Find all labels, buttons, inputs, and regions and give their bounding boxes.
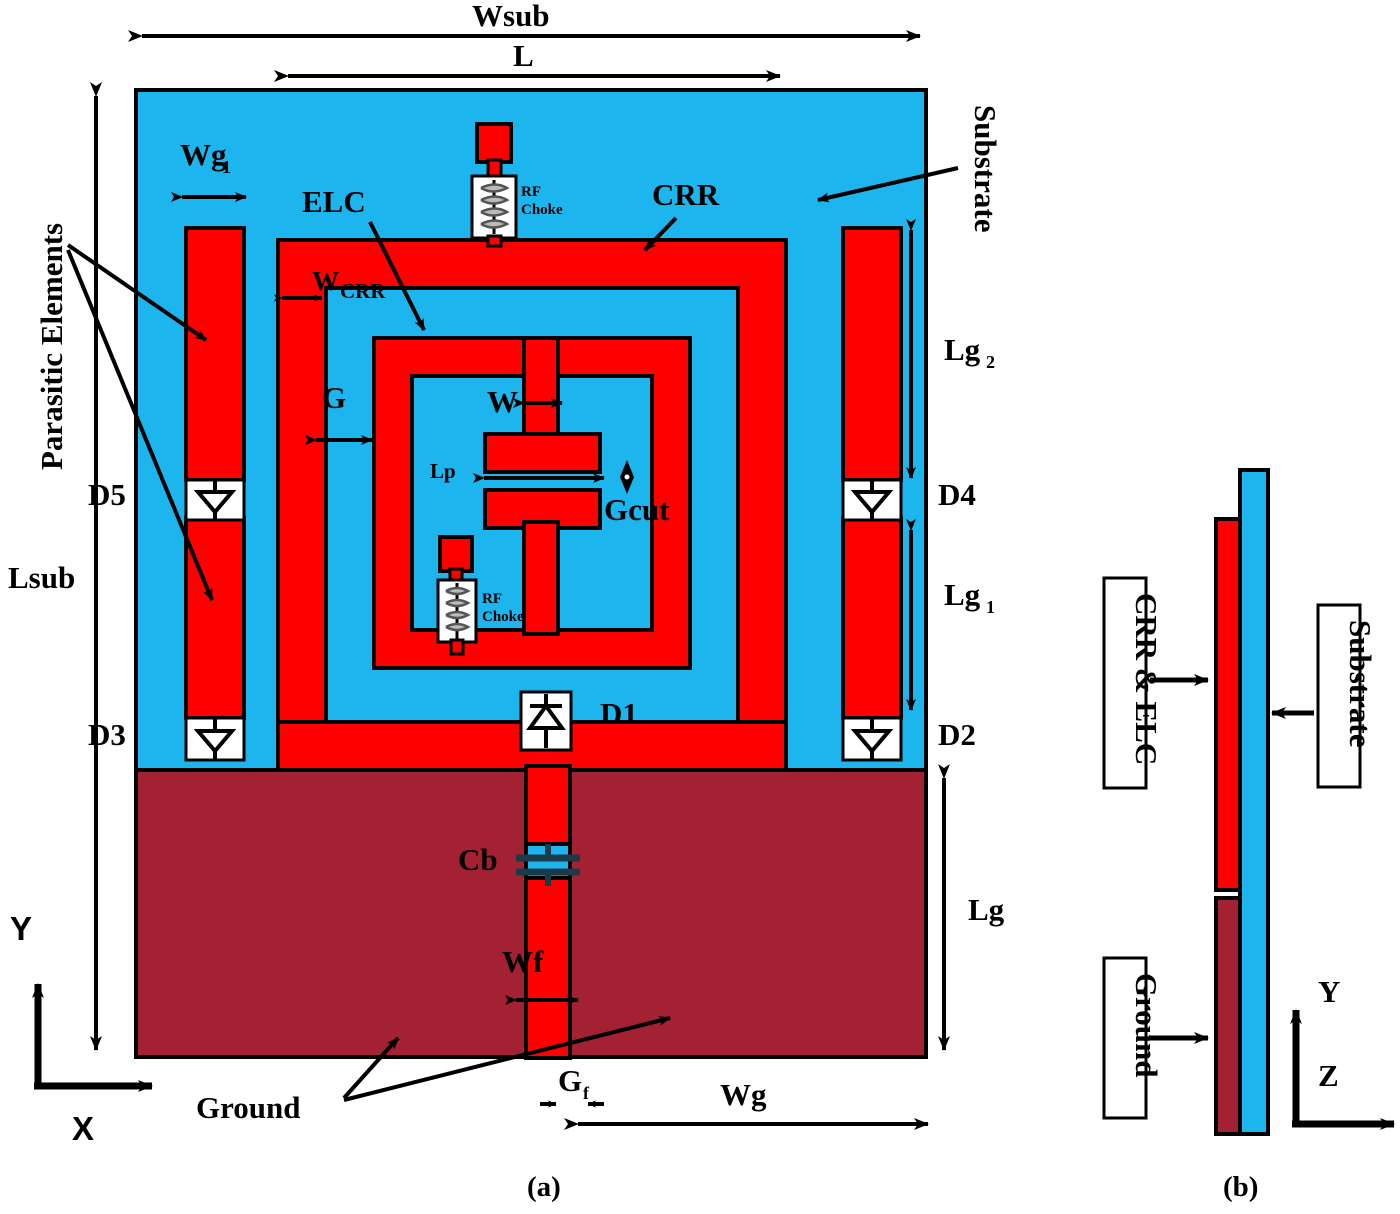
panelb-crr-elc-layer [1214, 517, 1242, 892]
dim-label-lg2-sub: 2 [986, 352, 995, 372]
label-elc: ELC [302, 184, 366, 219]
rf-choke-top-label-line2: Choke [521, 202, 563, 218]
parasitic-strip-right-upper [841, 226, 903, 482]
dim-label-l: L [513, 38, 534, 73]
leader-ground-1 [342, 1036, 400, 1100]
diode-D4 [841, 478, 903, 522]
parasitic-strip-left-lower [184, 516, 246, 720]
panelb-label-ground: Ground [1129, 973, 1164, 1078]
panelb-crr-elc-box [1102, 576, 1148, 790]
dim-label-lg: Lg [968, 892, 1005, 927]
diode-D2 [841, 716, 903, 762]
elc-center-stem-top [522, 336, 560, 444]
diode-label-D2: D2 [938, 717, 976, 752]
label-parasitic-elements: Parasitic Elements [34, 223, 69, 470]
dim-label-gcut: Gcut [604, 492, 670, 527]
dim-label-w: W [487, 384, 518, 419]
diode-D1 [519, 690, 573, 752]
panelb-ground-box [1102, 956, 1148, 1120]
axis-label-y-b: Y [1318, 974, 1340, 1009]
ground-plane-right [568, 768, 928, 1059]
dim-label-gf-sub: f [583, 1083, 590, 1103]
diode-label-D3: D3 [88, 717, 126, 752]
diode-D3 [184, 716, 246, 762]
rf-choke-top: RF Choke [470, 122, 563, 248]
dim-label-wf: Wf [502, 944, 544, 979]
dim-label-wg: Wg [720, 1077, 767, 1112]
dim-label-lg2: Lg [944, 332, 981, 367]
dim-label-gf: G [558, 1063, 582, 1098]
feed-line-upper [524, 764, 572, 846]
dim-label-wcrr: W [312, 266, 339, 296]
dim-label-cb: Cb [458, 842, 498, 877]
dim-label-g: G [322, 380, 346, 415]
leader-parasitic-2 [66, 249, 214, 601]
panel-b-caption: (b) [1223, 1171, 1258, 1203]
dim-label-lsub: Lsub [8, 560, 75, 595]
axes-panel-b: Y Z [1290, 974, 1395, 1130]
leader-parasitic-1 [66, 243, 208, 342]
rf-choke-inner-label-line2: Choke [482, 609, 524, 625]
diode-D5 [184, 478, 246, 522]
dim-label-lg1: Lg [944, 577, 981, 612]
dim-label-lp: Lp [430, 459, 456, 483]
dim-label-wg1-sub: 1 [222, 157, 231, 177]
rf-choke-inner-label-line1: RF [482, 591, 502, 607]
leader-substrate [817, 166, 959, 203]
dim-label-wg1: Wg [180, 137, 227, 172]
panelb-substrate-slab [1238, 468, 1270, 1136]
label-ground: Ground [196, 1090, 301, 1125]
axes-panel-a: Y X [10, 910, 153, 1147]
rf-choke-top-label-line1: RF [521, 184, 541, 200]
axis-label-y-a: Y [10, 910, 32, 947]
panelb-ground-layer [1214, 896, 1242, 1136]
elc-outer-loop [372, 336, 692, 670]
elc-center-stem-bottom [522, 520, 560, 636]
axis-label-z-b: Z [1318, 1058, 1339, 1093]
panel-a-caption: (a) [527, 1171, 561, 1203]
leader-crr [643, 216, 678, 252]
rf-choke-inner: RF Choke [436, 535, 524, 656]
diode-label-D1: D1 [600, 696, 638, 731]
axis-label-x-a: X [72, 1110, 94, 1147]
dim-label-wcrr-sub: CRR [340, 279, 386, 303]
dim-label-wsub: Wsub [472, 0, 550, 33]
panelb-substrate-box [1316, 603, 1362, 789]
parasitic-strip-left-upper [184, 226, 246, 482]
leader-ground-2 [343, 1015, 671, 1102]
ground-plane-left [134, 768, 528, 1059]
cb-capacitor-symbol [516, 844, 580, 886]
dim-label-lg1-sub: 1 [986, 597, 995, 617]
label-substrate: Substrate [968, 105, 1003, 232]
diode-label-D4: D4 [938, 477, 976, 512]
panelb-label-substrate: Substrate [1343, 620, 1378, 747]
elc-capacitor-plate-upper [483, 432, 602, 474]
diode-label-D5: D5 [88, 477, 126, 512]
leader-elc [368, 221, 426, 331]
parasitic-strip-right-lower [841, 516, 903, 720]
label-crr: CRR [652, 177, 720, 212]
dim-arrow-gcut [620, 460, 634, 494]
